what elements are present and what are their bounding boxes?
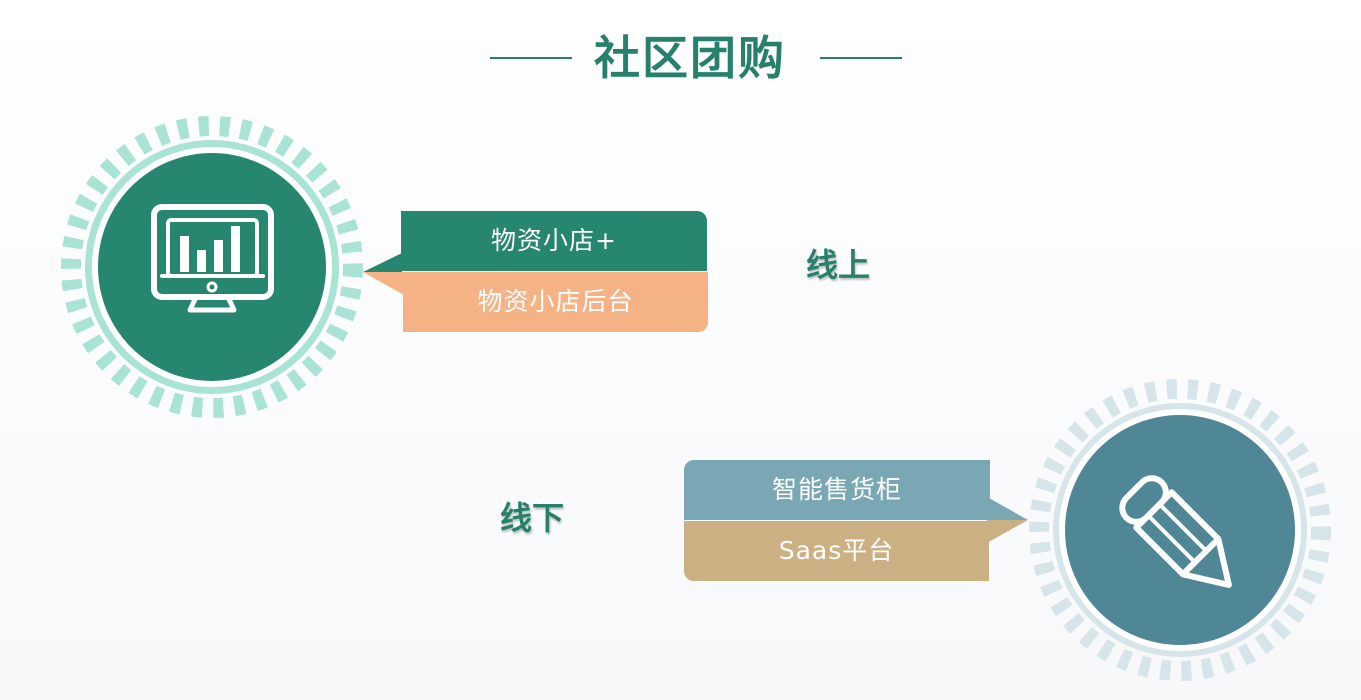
tag-saas-platform: Saas平台 [684, 521, 989, 581]
title-decor-line-left [490, 57, 572, 59]
tag-store-plus: 物资小店+ [401, 211, 707, 271]
pencil-icon [1119, 475, 1232, 588]
online-callout-pointer [363, 253, 404, 295]
tag-vending-cabinet: 智能售货柜 [684, 460, 990, 520]
title-decor-line-right [820, 57, 902, 59]
tag-store-admin: 物资小店后台 [403, 272, 708, 332]
page-title: 社区团购 [594, 31, 786, 85]
section-label-offline: 线下 [500, 499, 565, 537]
monitor-chart-icon [151, 204, 274, 313]
offline-gear [1029, 379, 1331, 681]
online-gear [61, 116, 363, 418]
section-label-online: 线上 [806, 246, 871, 284]
offline-callout-pointer [987, 498, 1028, 543]
